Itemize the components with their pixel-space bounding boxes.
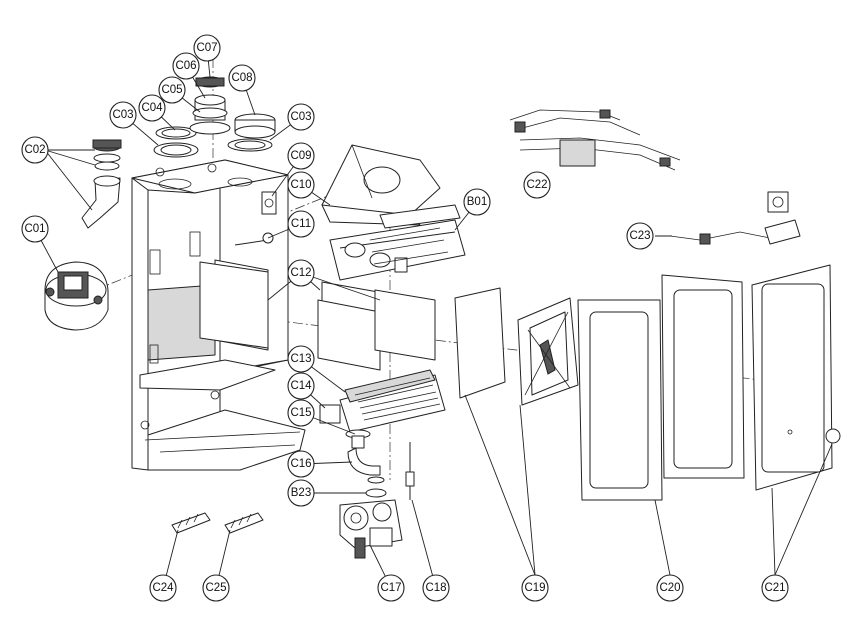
callout-c20: C20 (656, 574, 684, 602)
callout-c19: C19 (521, 574, 549, 602)
callout-c25: C25 (202, 574, 230, 602)
callout-c15: C15 (287, 399, 315, 427)
callout-c11: C11 (287, 210, 315, 238)
callout-c04: C04 (138, 94, 166, 122)
callout-c08: C08 (228, 64, 256, 92)
callout-label: C02 (24, 144, 45, 156)
callout-circle (626, 222, 654, 250)
callout-c16: C16 (287, 450, 315, 478)
callout-circle (21, 136, 49, 164)
callout-label: C20 (659, 582, 680, 594)
heat-exchanger (319, 369, 446, 433)
callout-circle (463, 188, 491, 216)
burner-assembly (329, 204, 466, 281)
callout-label: C19 (524, 582, 545, 594)
callout-circle (422, 574, 450, 602)
callout-circle (158, 76, 186, 104)
callout-c18: C18 (422, 574, 450, 602)
callout-circle (287, 259, 315, 287)
callout-label: C22 (526, 179, 547, 191)
callout-c02: C02 (21, 136, 49, 164)
callout-c13: C13 (287, 345, 315, 373)
callout-label: C05 (161, 84, 182, 96)
callout-label: C15 (290, 407, 311, 419)
small-components (171, 512, 264, 534)
callout-circle (287, 210, 315, 238)
callout-label: C06 (175, 60, 196, 72)
callout-label: C03 (112, 109, 133, 121)
callout-c03a: C03 (109, 101, 137, 129)
callout-circle (193, 34, 221, 62)
callout-label: C01 (24, 223, 45, 235)
callout-circle (138, 94, 166, 122)
callout-c23: C23 (626, 222, 654, 250)
callout-circle (287, 142, 315, 170)
callout-label: C10 (290, 179, 311, 191)
callout-c09: C09 (287, 142, 315, 170)
flue-components (81, 76, 276, 229)
callout-c17: C17 (377, 574, 405, 602)
callout-circle (202, 574, 230, 602)
callout-c21: C21 (761, 574, 789, 602)
front-panels (454, 264, 841, 501)
fan-assembly (44, 261, 109, 331)
callout-label: C18 (425, 582, 446, 594)
callout-c03b: C03 (287, 103, 315, 131)
callout-label: C03 (290, 111, 311, 123)
callout-circle (109, 101, 137, 129)
callout-label: C16 (290, 458, 311, 470)
callout-b23: B23 (287, 479, 315, 507)
callout-circle (287, 345, 315, 373)
callout-c06: C06 (172, 52, 200, 80)
wiring-harnesses (509, 109, 801, 245)
callout-b01: B01 (463, 188, 491, 216)
callout-c07: C07 (193, 34, 221, 62)
insulation-panels (199, 261, 436, 371)
callout-label: C17 (380, 582, 401, 594)
callout-circle (761, 574, 789, 602)
callout-circle (287, 171, 315, 199)
callout-circle (228, 64, 256, 92)
callout-circle (521, 574, 549, 602)
pipework (345, 429, 415, 500)
callout-c14: C14 (287, 372, 315, 400)
callout-label: C13 (290, 353, 311, 365)
callout-label: C04 (141, 102, 163, 114)
callout-c24: C24 (149, 574, 177, 602)
callout-label: C21 (764, 582, 785, 594)
callout-circle (172, 52, 200, 80)
callout-c12: C12 (287, 259, 315, 287)
gas-valve (339, 499, 403, 559)
callout-c10: C10 (287, 171, 315, 199)
callout-circle (287, 103, 315, 131)
callout-circle (287, 450, 315, 478)
callout-label: C11 (291, 218, 311, 230)
callout-label: C24 (152, 582, 174, 594)
callout-circle (287, 479, 315, 507)
callout-label: C14 (290, 380, 312, 392)
callout-circle (287, 399, 315, 427)
callout-label: B01 (467, 196, 487, 208)
callout-label: C08 (231, 72, 252, 84)
callout-c22: C22 (523, 171, 551, 199)
callout-circle (377, 574, 405, 602)
callout-label: C23 (629, 230, 650, 242)
callout-circle (656, 574, 684, 602)
callout-circle (21, 215, 49, 243)
callout-label: B23 (291, 487, 311, 499)
callout-circle (287, 372, 315, 400)
upper-internal-parts (234, 144, 441, 246)
callout-label: C07 (196, 42, 217, 54)
callout-circle (149, 574, 177, 602)
callout-c01: C01 (21, 215, 49, 243)
callout-label: C09 (290, 150, 311, 162)
callout-label: C25 (205, 582, 226, 594)
callout-c05: C05 (158, 76, 186, 104)
callout-label: C12 (290, 267, 311, 279)
callout-circle (523, 171, 551, 199)
